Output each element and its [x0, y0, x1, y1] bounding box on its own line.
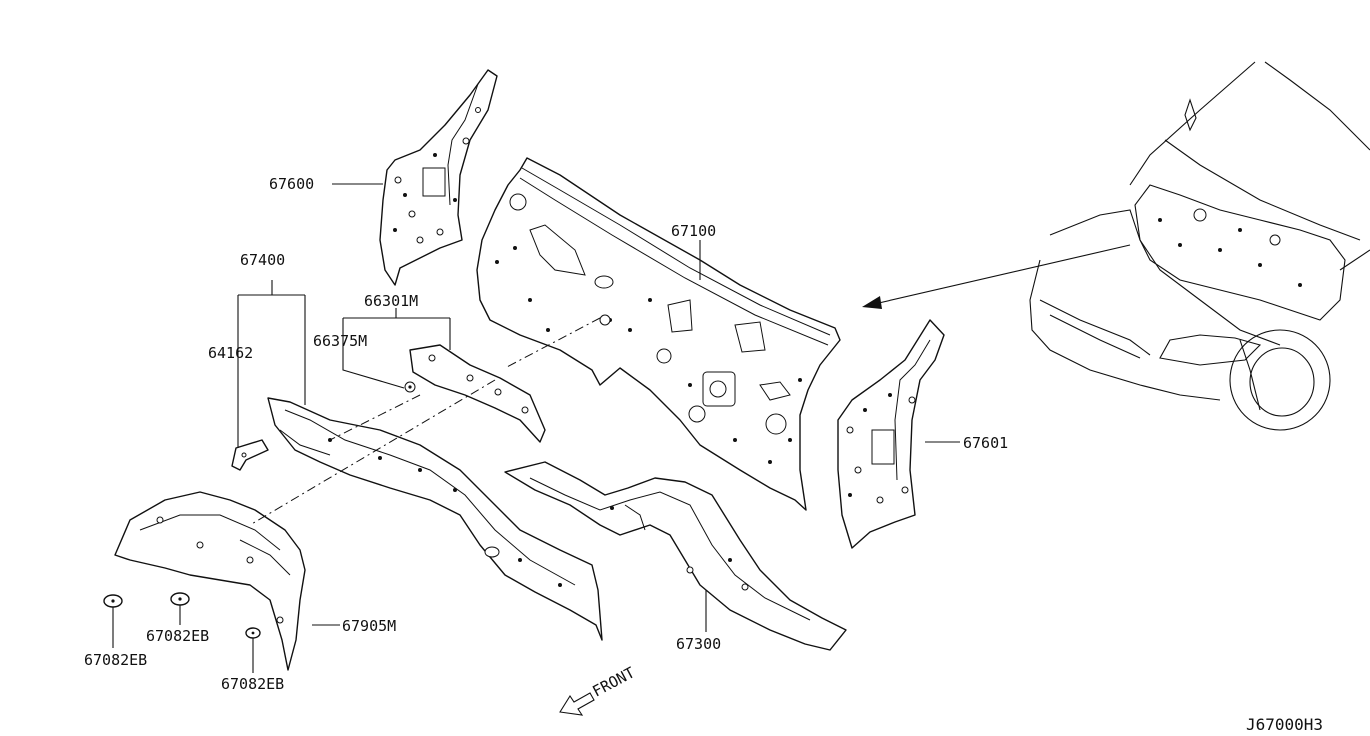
part-66301m-bracket[interactable]	[409, 344, 546, 443]
label-67400[interactable]: 67400	[240, 251, 285, 269]
diagram-code: J67000H3	[1246, 715, 1323, 734]
part-67600-side-panel[interactable]	[379, 69, 498, 286]
label-67082eb-b[interactable]: 67082EB	[146, 627, 209, 645]
part-67100-dash-panel[interactable]	[476, 157, 841, 511]
label-67601[interactable]: 67601	[963, 434, 1008, 452]
label-64162[interactable]: 64162	[208, 344, 253, 362]
label-66301m[interactable]: 66301M	[364, 292, 418, 310]
assembly-lines	[249, 317, 601, 526]
label-67600[interactable]: 67600	[269, 175, 314, 193]
label-67100[interactable]: 67100	[671, 222, 716, 240]
part-67082eb-clip-b[interactable]	[170, 592, 190, 606]
part-64162-bracket[interactable]	[231, 439, 269, 471]
label-front: FRONT	[589, 663, 637, 700]
part-67905m-insulator[interactable]	[114, 491, 306, 671]
front-arrow-icon	[559, 692, 595, 716]
part-67400-member[interactable]	[267, 397, 603, 641]
leader-lines	[112, 183, 960, 673]
locator-arrow	[862, 244, 1131, 309]
label-67905m[interactable]: 67905M	[342, 617, 396, 635]
part-67082eb-clip-c[interactable]	[245, 627, 261, 639]
label-66375m[interactable]: 66375M	[313, 332, 367, 350]
label-67082eb-c[interactable]: 67082EB	[221, 675, 284, 693]
part-67601-side-panel[interactable]	[837, 319, 945, 549]
part-66375m-bolt[interactable]	[404, 381, 416, 393]
label-67300[interactable]: 67300	[676, 635, 721, 653]
label-67082eb-a[interactable]: 67082EB	[84, 651, 147, 669]
vehicle-locator	[1029, 61, 1370, 431]
part-67082eb-clip-a[interactable]	[103, 594, 123, 608]
part-67300-tunnel[interactable]	[504, 461, 847, 651]
